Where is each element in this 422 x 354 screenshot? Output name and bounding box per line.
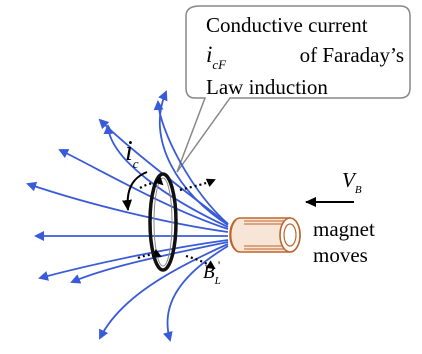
field-line: [103, 124, 229, 228]
callout-line-3: Law induction: [206, 75, 328, 99]
dotted-arrow: [137, 248, 162, 260]
field-line: [99, 243, 229, 340]
velocity-symbol: V: [342, 168, 355, 192]
induced-field-symbol: B: [203, 262, 215, 283]
callout-line-2: icF of Faraday’s: [206, 40, 404, 73]
current-direction-arrow: [122, 171, 148, 211]
callout-line-2-text: of Faraday’s: [299, 43, 404, 67]
induced-field-superscript: ': [218, 258, 221, 272]
field-line: [98, 118, 229, 225]
induced-field-label: BL ': [203, 258, 221, 287]
velocity-subscript: B: [354, 184, 362, 196]
current-subscript: c: [132, 156, 139, 171]
induced-field-subscript: L: [214, 275, 221, 287]
current-label: ic: [125, 136, 139, 171]
field-line: [70, 241, 229, 284]
magnet-moves-label-line-1: magnet: [313, 217, 375, 241]
magnet-cylinder: [229, 217, 301, 253]
field-line: [162, 245, 229, 342]
callout-bubble: [176, 5, 411, 173]
field-lines: [26, 90, 229, 342]
callout-line-1: Conductive current: [206, 13, 368, 37]
magnet-moves-label-line-2: moves: [313, 243, 368, 267]
callout-current-subscript: cF: [212, 57, 227, 72]
field-line: [153, 100, 229, 225]
induced-field-arrows: [137, 175, 216, 270]
field-line: [58, 149, 229, 230]
current-symbol: i: [125, 136, 133, 167]
velocity-label: VB: [342, 168, 362, 196]
field-line: [26, 181, 229, 233]
field-line: [38, 239, 229, 281]
callout-current-symbol: i: [206, 42, 213, 67]
